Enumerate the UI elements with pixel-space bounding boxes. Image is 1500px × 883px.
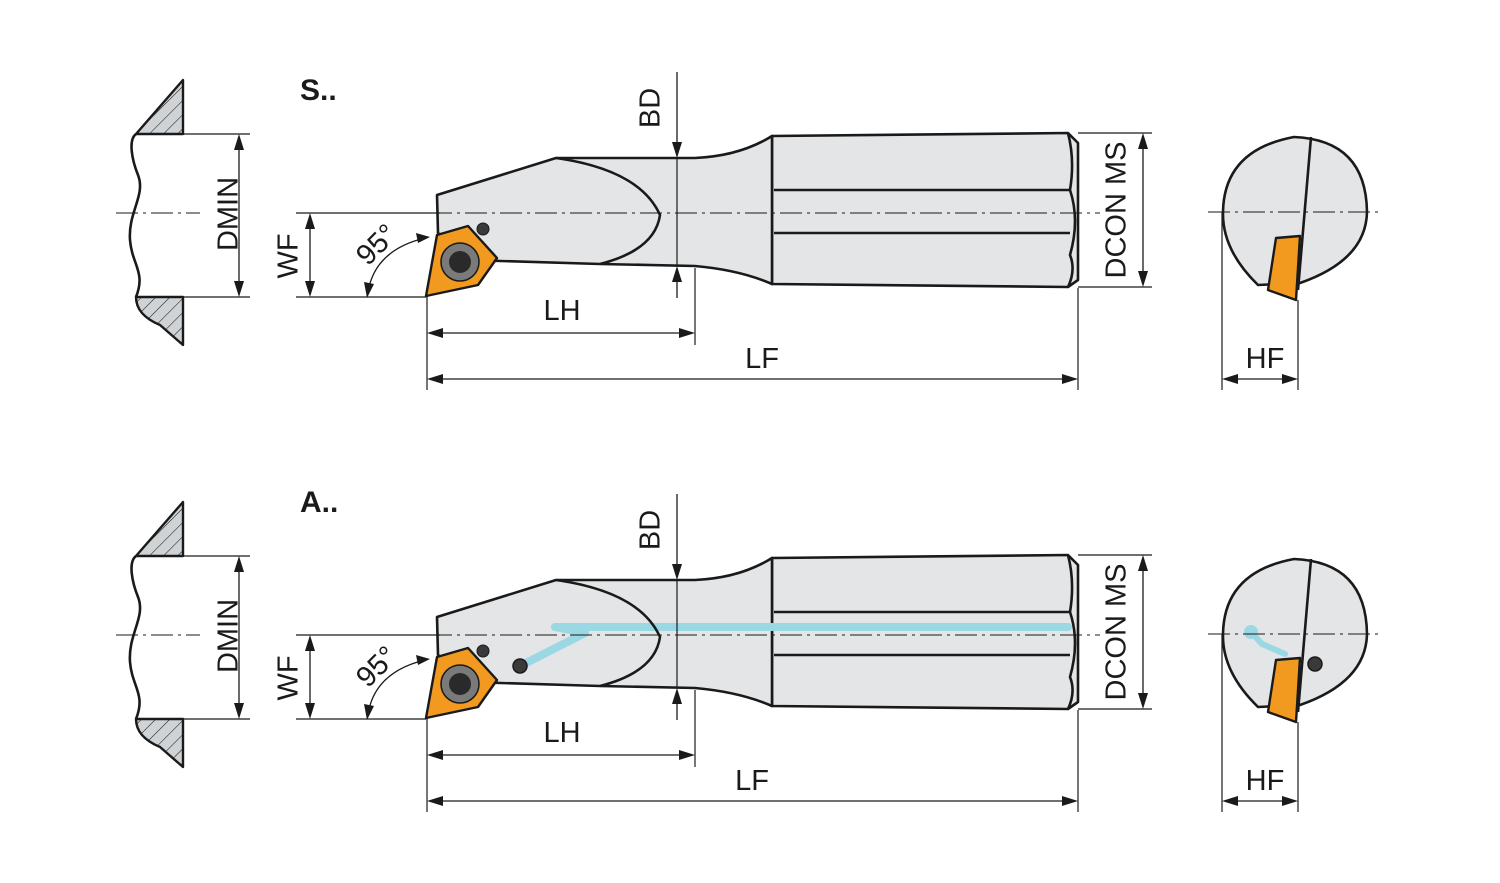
workpiece-section: [116, 78, 250, 347]
dmin-label: DMIN: [213, 599, 245, 673]
view-title: A..: [300, 486, 338, 519]
dcon-dimension: DCON MS: [1078, 132, 1152, 288]
view-a: DMIN A.. WF: [116, 486, 1380, 812]
angle-dimension: 95°: [350, 218, 430, 298]
dcon-dimension: DCON MS: [1078, 554, 1152, 710]
boring-bar-side-view: [424, 131, 1100, 298]
dmin-dimension: DMIN: [213, 134, 245, 297]
bd-dimension: BD: [635, 494, 682, 720]
angle-label: 95°: [350, 640, 404, 694]
lf-label: LF: [735, 765, 769, 797]
view-s: DMIN S.. WF: [116, 72, 1380, 390]
hf-dimension: HF: [1222, 343, 1298, 384]
dmin-dimension: DMIN: [213, 556, 245, 719]
lh-dimension: LH: [426, 690, 696, 812]
bd-dimension: BD: [635, 72, 682, 298]
end-view: [1208, 557, 1380, 812]
bd-label: BD: [635, 88, 667, 128]
angle-dimension: 95°: [350, 640, 430, 720]
wf-label: WF: [273, 655, 305, 700]
end-view: [1208, 135, 1380, 390]
lf-dimension: LF: [427, 288, 1079, 390]
wf-label: WF: [273, 233, 305, 278]
bd-label: BD: [635, 510, 667, 550]
dcon-label: DCON MS: [1101, 564, 1133, 701]
lf-label: LF: [745, 343, 779, 375]
dmin-label: DMIN: [213, 177, 245, 251]
angle-label: 95°: [350, 218, 404, 272]
view-title: S..: [300, 74, 337, 107]
lh-label: LH: [543, 295, 580, 327]
hf-label: HF: [1246, 765, 1285, 797]
lh-dimension: LH: [426, 268, 696, 390]
hf-dimension: HF: [1222, 765, 1298, 806]
hf-label: HF: [1246, 343, 1285, 375]
coolant-channel: [516, 623, 1072, 670]
wf-dimension: WF: [273, 212, 440, 298]
lf-dimension: LF: [427, 710, 1079, 812]
boring-bar-side-view: [424, 553, 1100, 720]
dcon-label: DCON MS: [1101, 142, 1133, 279]
workpiece-section: [116, 500, 250, 769]
lh-label: LH: [543, 717, 580, 749]
wf-dimension: WF: [273, 634, 440, 720]
